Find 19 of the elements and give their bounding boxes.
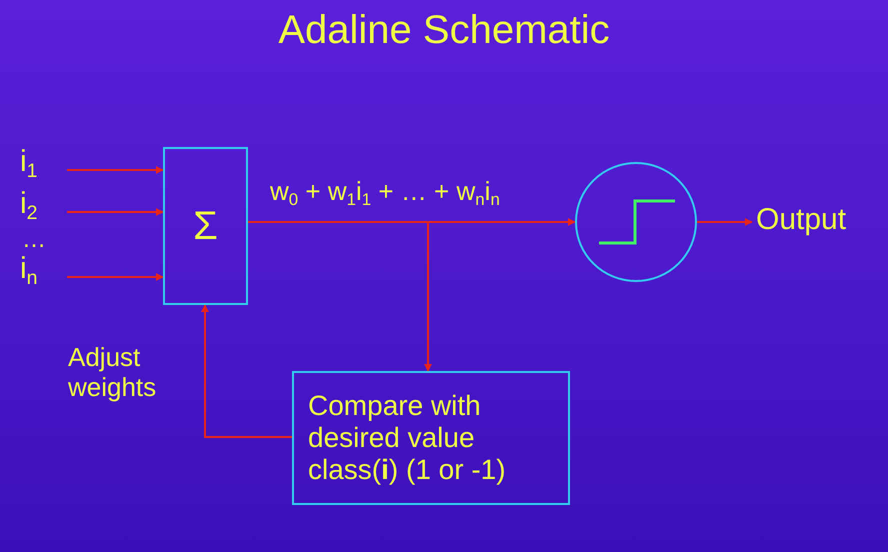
formula-label: w$_{0}$ + w$_{1}$i$_{1}$ + … + w$_{n}$i$_{n}$	[270, 176, 500, 212]
input-label: i$_{n}$	[20, 253, 67, 293]
compare-box	[292, 371, 570, 505]
ellipsis-label: …	[22, 225, 46, 255]
sigma-symbol: Σ	[193, 204, 218, 248]
title: Adaline Schematic	[277, 7, 611, 54]
edge-label: Adjust weights	[68, 342, 158, 402]
arrow	[201, 304, 292, 438]
step-function-circle	[575, 162, 697, 282]
arrow	[697, 218, 753, 226]
input-label: i$_{2}$	[20, 188, 67, 228]
arrow	[248, 221, 432, 372]
arrow	[67, 208, 164, 216]
sum-box	[163, 147, 248, 305]
output-label: Output	[756, 204, 866, 240]
compare-text: Compare with desired value class(i) (1 or -1)	[308, 390, 507, 486]
input-label: i$_{1}$	[20, 146, 67, 186]
arrow	[67, 273, 164, 281]
arrow	[67, 166, 164, 174]
